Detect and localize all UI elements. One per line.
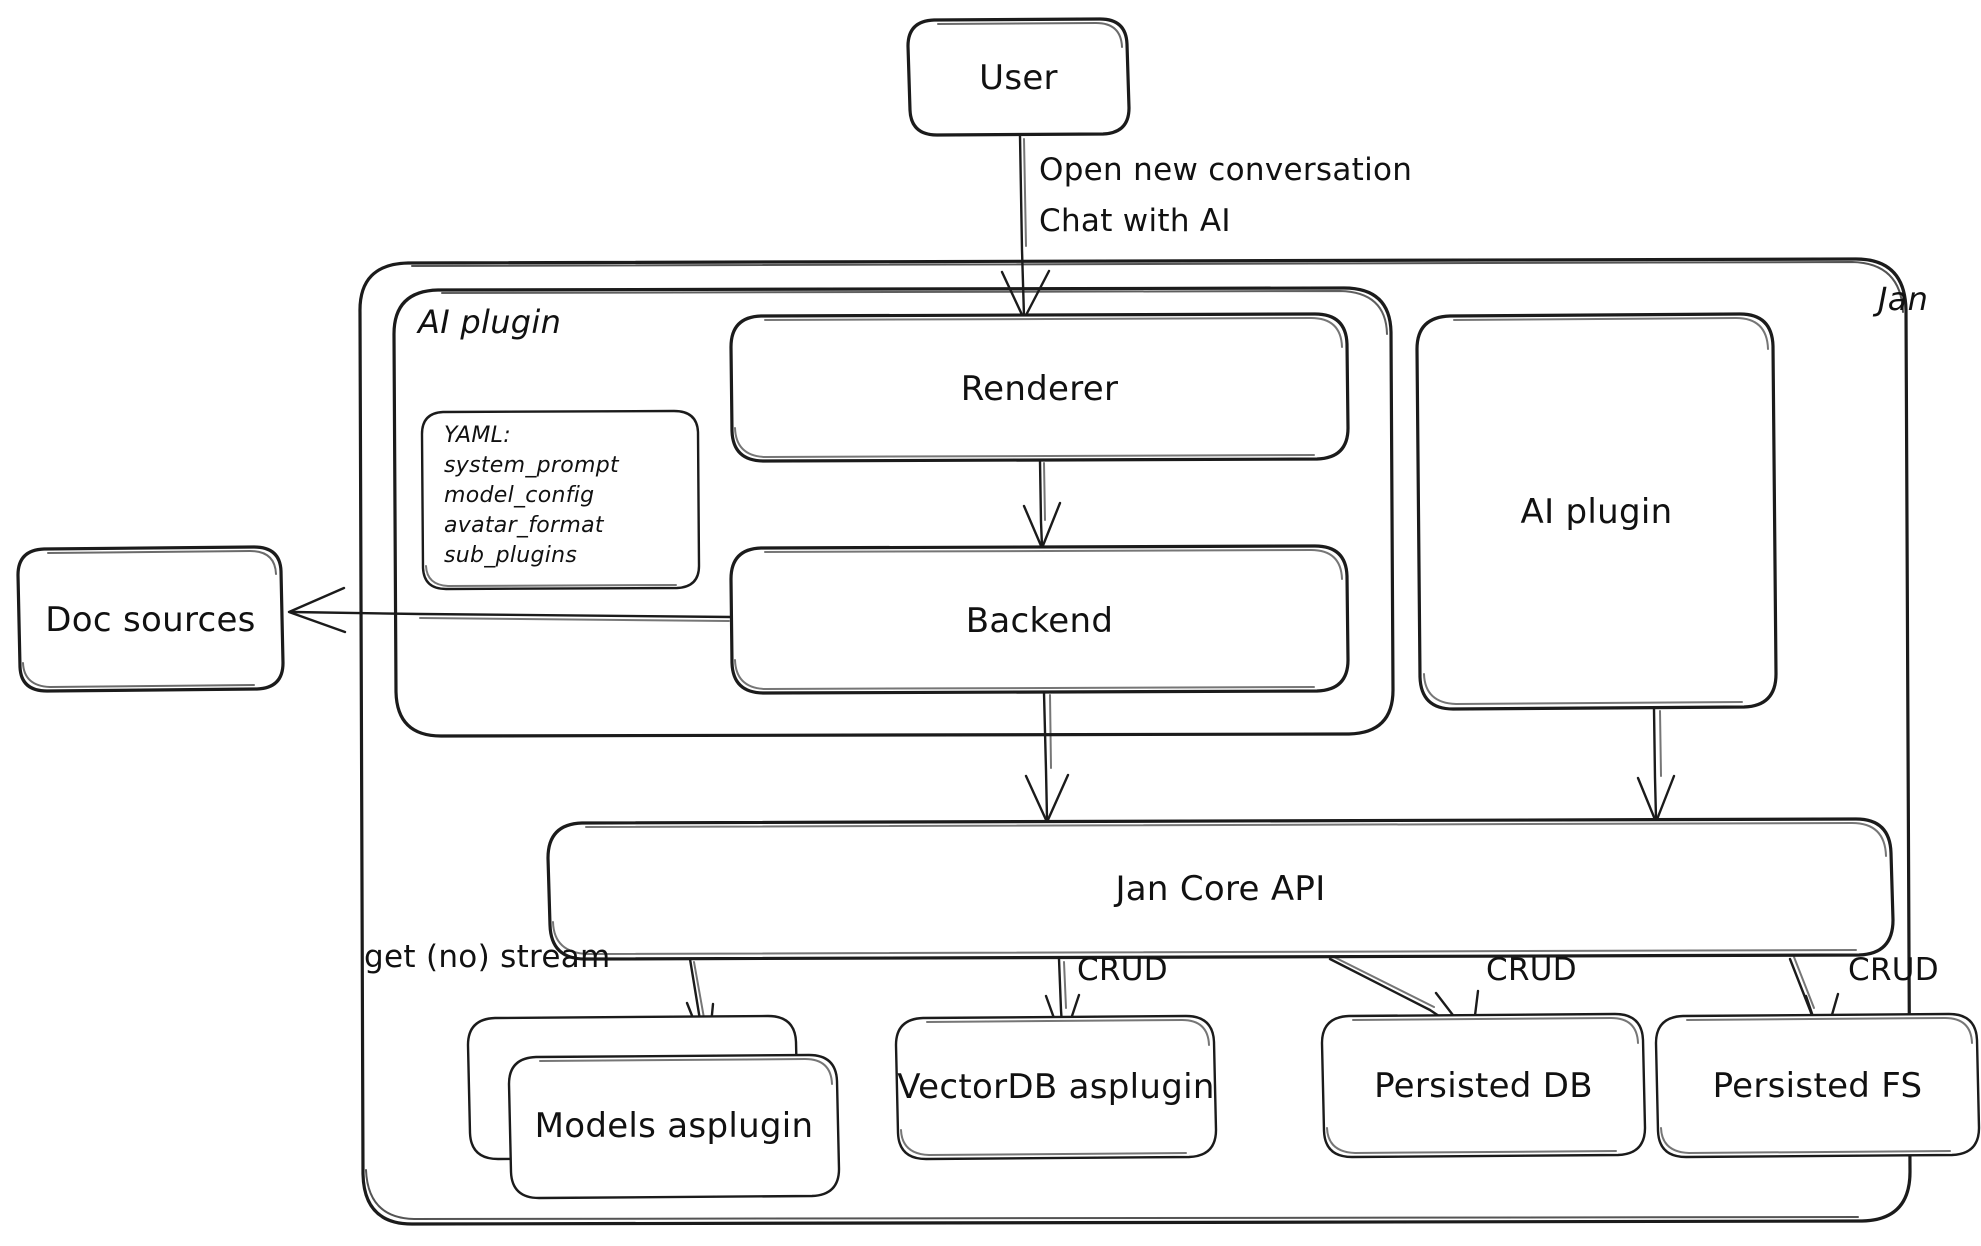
node-user-label: User [979,57,1058,98]
node-backend-label: Backend [965,600,1114,641]
node-persisted-fs-shape [1654,1012,1981,1159]
yaml-config-box: YAML: system_prompt model_config avatar_… [444,421,619,571]
edge-label-chat-with-ai: Chat with AI [1039,203,1231,239]
edge-label-crud-persisted-fs: CRUD [1848,952,1939,988]
node-doc-sources-label: Doc sources [45,600,256,640]
container-jan [358,257,1912,1226]
container-ai-plugin-group-label: AI plugin [418,303,562,341]
yaml-title: YAML: [444,423,511,448]
node-ai-plugin-label: AI plugin [1520,491,1673,532]
yaml-key-avatar-format: avatar_format [444,512,604,538]
node-models-as-plugin-shape [466,1014,841,1200]
node-vectordb-as-plugin-shape [894,1014,1218,1161]
node-jan-core-api-shape [546,817,1895,961]
node-persisted-db-shape [1320,1012,1647,1159]
node-doc-sources-shape [16,545,285,693]
edge-renderer-to-backend [1022,459,1062,550]
container-ai-plugin-group [392,286,1395,738]
node-jan-core-api-label: Jan Core API [1115,869,1326,909]
yaml-key-sub-plugins: sub_plugins [444,542,578,568]
node-backend-shape [729,544,1350,695]
edge-ai-plugin-to-core-api [1636,707,1676,824]
yaml-key-model-config: model_config [444,482,595,508]
node-ai-plugin-shape [1415,312,1778,711]
edge-label-open-new-conversation: Open new conversation [1039,152,1413,188]
container-jan-label: Jan [1878,280,1929,318]
node-user-shape [906,17,1131,137]
node-persisted-db-label: Persisted DB [1374,1065,1593,1106]
edge-backend-to-core-api [1024,691,1070,824]
node-renderer-label: Renderer [960,368,1119,409]
edge-label-get-no-stream: get (no) stream [364,939,611,975]
yaml-key-system-prompt: system_prompt [444,452,619,478]
edge-backend-to-doc-sources [287,586,733,634]
yaml-config-box-shape [420,409,701,591]
edge-label-crud-persisted-db: CRUD [1486,952,1577,988]
edge-label-crud-vectordb: CRUD [1077,952,1168,988]
node-persisted-fs-label: Persisted FS [1712,1065,1923,1106]
node-renderer-shape [729,312,1350,463]
